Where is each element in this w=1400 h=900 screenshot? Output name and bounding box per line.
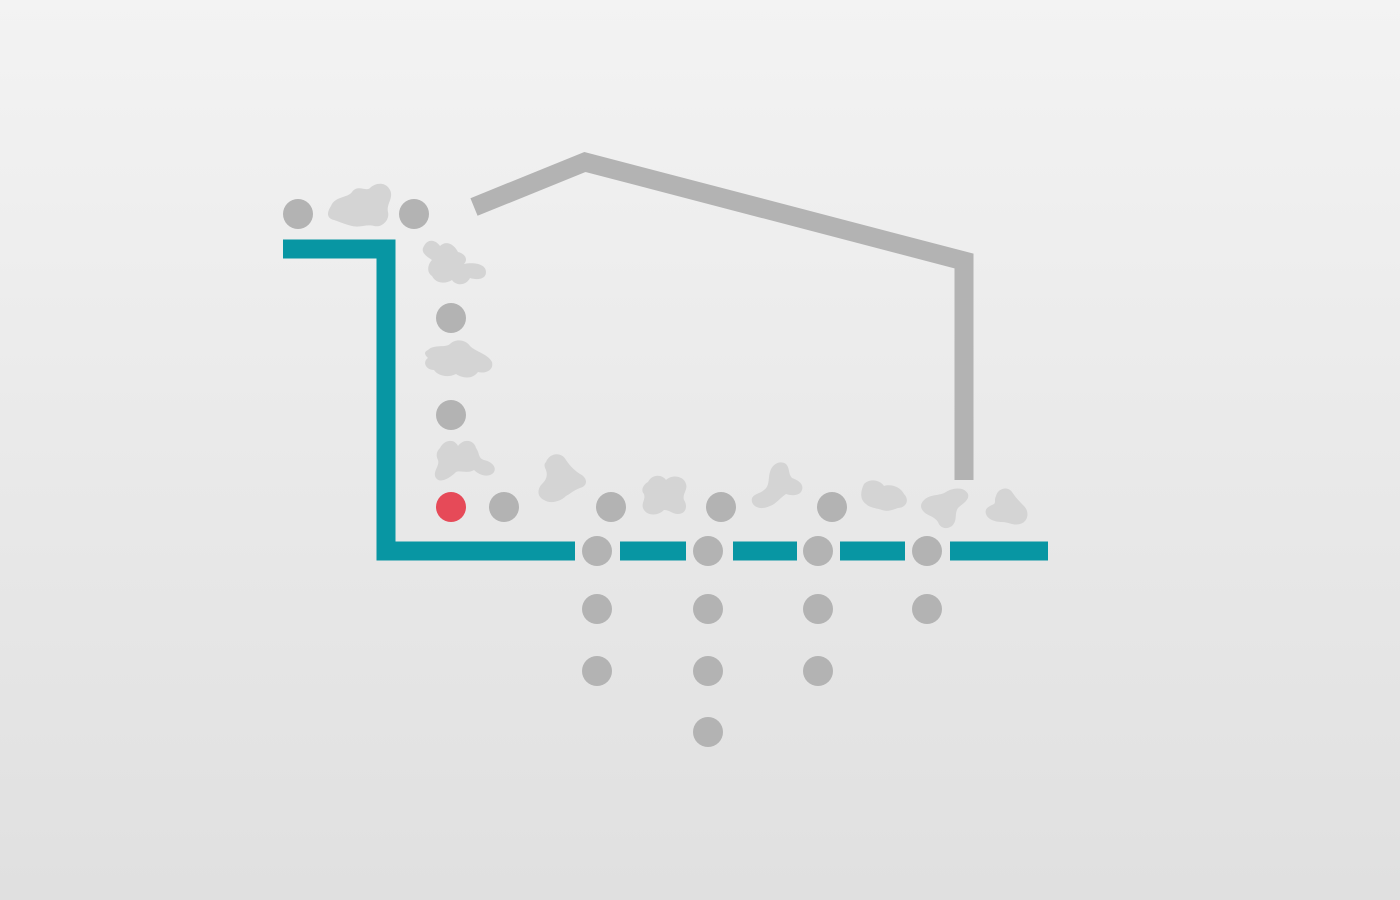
highlight-particle [436,492,466,522]
particle-dot [693,536,723,566]
debris-clusters [327,183,1028,529]
particle-dot [582,656,612,686]
debris-cluster [434,440,495,481]
debris-cluster [861,480,907,511]
particle-dots [283,199,942,747]
particle-dot [693,594,723,624]
particle-dot [803,536,833,566]
debris-cluster [921,488,969,529]
debris-cluster [538,454,586,503]
barrier-line-solid [283,239,575,561]
particle-dot [912,536,942,566]
particle-dot [803,656,833,686]
debris-cluster [751,462,803,509]
particle-dot [693,717,723,747]
debris-cluster [425,340,493,378]
debris-cluster [642,475,687,515]
particle-dot [582,536,612,566]
particle-dot [803,594,833,624]
particle-dot [596,492,626,522]
particle-dot [817,492,847,522]
debris-cluster [985,488,1028,525]
debris-cluster [422,240,486,285]
particle-dot [399,199,429,229]
particle-dot [912,594,942,624]
particle-dot [436,303,466,333]
debris-cluster [327,183,392,227]
roof-and-wall-outline [470,152,974,480]
particle-dot [693,656,723,686]
particle-dot [489,492,519,522]
particle-dot [706,492,736,522]
particle-dot [582,594,612,624]
particle-dot [283,199,313,229]
particle-dot [436,400,466,430]
